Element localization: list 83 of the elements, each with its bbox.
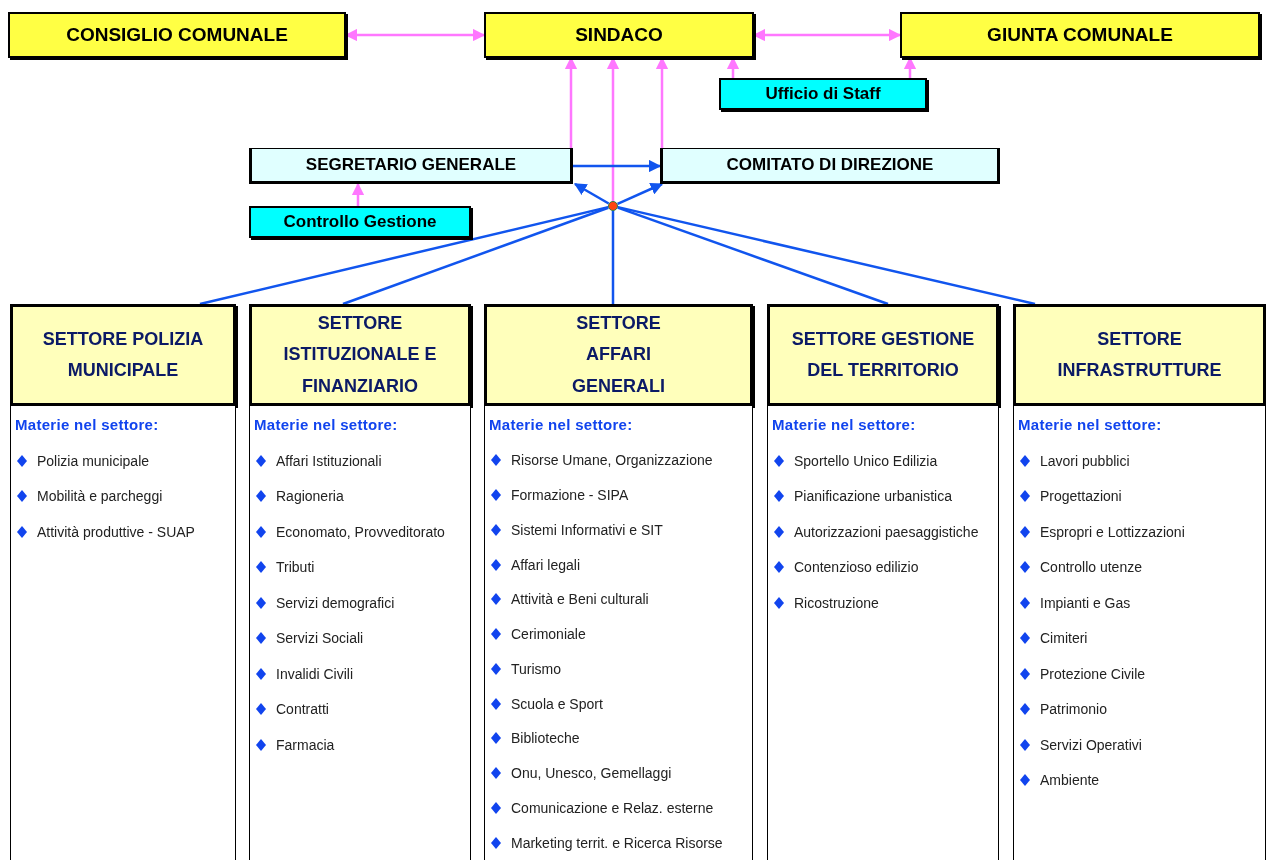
organ-box (8, 12, 346, 58)
list-item: Invalidi Civili (276, 665, 354, 682)
list-item: Mobilità e parcheggi (37, 488, 163, 505)
sector-box (484, 304, 753, 406)
office-box (249, 206, 471, 238)
office-box (660, 148, 1000, 184)
list-item: Tributi (276, 559, 315, 576)
subject-panel (767, 406, 999, 860)
list-item: Affari Istituzionali (276, 452, 382, 469)
list-item: Comunicazione e Relaz. esterne (511, 799, 714, 816)
box-label: SINDACO (575, 24, 663, 46)
box-label: SETTORE AFFARI GENERALI (571, 311, 666, 398)
connector-line (611, 211, 615, 304)
list-heading: Materie nel settore: (489, 416, 634, 433)
connector-line (199, 205, 609, 306)
box-label: Controllo Gestione (283, 212, 437, 232)
subject-panel (1013, 406, 1266, 860)
list-item: Affari legali (511, 556, 580, 573)
list-item: Cimiteri (1040, 630, 1088, 647)
junction-dot (608, 201, 618, 211)
list-heading: Materie nel settore: (15, 416, 160, 433)
box-label: SETTORE INFRASTRUTTURE (1056, 327, 1223, 382)
organ-box (900, 12, 1260, 58)
box-label: CONSIGLIO COMUNALE (66, 24, 288, 46)
list-heading: Materie nel settore: (1018, 416, 1163, 433)
list-item: Autorizzazioni paesaggistiche (794, 523, 979, 540)
list-item: Marketing territ. e Ricerca Risorse (511, 834, 723, 851)
list-item: Risorse Umane, Organizzazione (511, 452, 713, 469)
list-item: Pianificazione urbanistica (794, 488, 952, 505)
list-item: Lavori pubblici (1040, 452, 1130, 469)
arrow (573, 159, 662, 173)
organ-box (484, 12, 754, 58)
arrow (351, 182, 365, 206)
list-heading: Materie nel settore: (254, 416, 399, 433)
list-item: Polizia municipale (37, 452, 150, 469)
connector-line (617, 206, 889, 306)
list-item: Servizi Operativi (1040, 736, 1142, 753)
list-heading: Materie nel settore: (772, 416, 917, 433)
subject-panel (249, 406, 471, 860)
connector-line (617, 205, 1036, 306)
sector-box (249, 304, 471, 406)
sector-box (10, 304, 236, 406)
box-label: GIUNTA COMUNALE (987, 24, 1173, 46)
arrow (573, 182, 610, 205)
list-item: Attività produttive - SUAP (37, 523, 195, 540)
box-label: COMITATO DI DIREZIONE (726, 155, 934, 175)
list-item: Economato, Provveditorato (276, 523, 445, 540)
box-label: SETTORE ISTITUZIONALE E FINANZIARIO (282, 311, 438, 398)
list-item: Sistemi Informativi e SIT (511, 521, 663, 538)
list-item: Protezione Civile (1040, 665, 1146, 682)
list-item: Turismo (511, 660, 562, 677)
arrow (617, 182, 664, 206)
list-item: Servizi Sociali (276, 630, 364, 647)
box-label: SETTORE POLIZIA MUNICIPALE (41, 327, 205, 382)
box-label: SEGRETARIO GENERALE (305, 155, 517, 175)
box-label: Ufficio di Staff (765, 84, 881, 104)
list-item: Espropri e Lottizzazioni (1040, 523, 1185, 540)
connector-line (342, 206, 609, 306)
office-box (249, 148, 573, 184)
list-item: Scuola e Sport (511, 695, 603, 712)
list-item: Ambiente (1040, 772, 1100, 789)
list-item: Ragioneria (276, 488, 344, 505)
list-item: Cerimoniale (511, 626, 586, 643)
list-item: Farmacia (276, 736, 335, 753)
list-item: Patrimonio (1040, 701, 1107, 718)
list-item: Onu, Unesco, Gemellaggi (511, 765, 672, 782)
sector-box (1013, 304, 1266, 406)
list-item: Formazione - SIPA (511, 487, 629, 504)
list-item: Ricostruzione (794, 594, 879, 611)
list-item: Impianti e Gas (1040, 594, 1131, 611)
list-item: Attività e Beni culturali (511, 591, 649, 608)
list-item: Contratti (276, 701, 329, 718)
subject-panel (10, 406, 236, 860)
list-item: Biblioteche (511, 730, 580, 747)
list-item: Contenzioso edilizio (794, 559, 919, 576)
sector-box (767, 304, 999, 406)
list-item: Sportello Unico Edilizia (794, 452, 938, 469)
subject-panel (484, 406, 753, 860)
list-item: Servizi demografici (276, 594, 395, 611)
list-item: Progettazioni (1040, 488, 1122, 505)
list-item: Controllo utenze (1040, 559, 1142, 576)
office-box (719, 78, 927, 110)
box-label: SETTORE GESTIONE DEL TERRITORIO (790, 327, 976, 382)
